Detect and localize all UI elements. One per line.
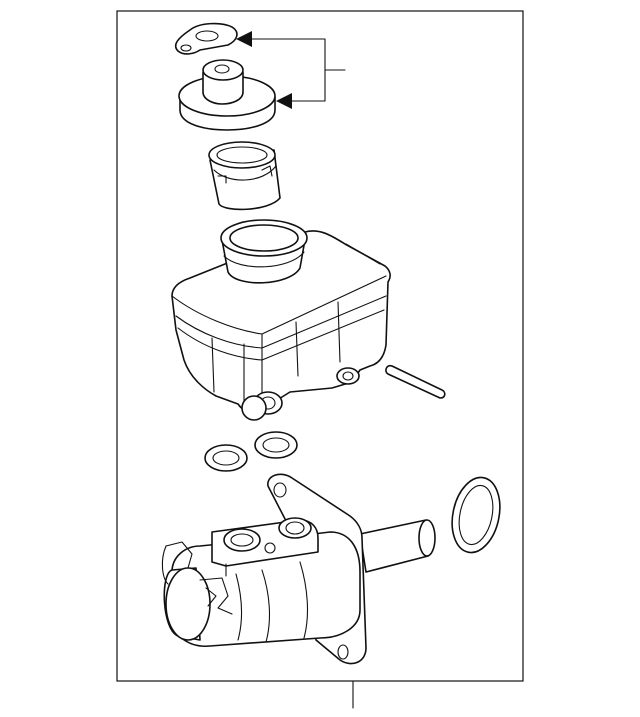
grommet-right: [254, 431, 298, 459]
reservoir-cap: [178, 59, 276, 131]
master-cylinder-body: [161, 473, 436, 665]
reservoir-strainer: [208, 141, 281, 211]
reservoir-pin: [385, 364, 446, 399]
diagram-frame: [116, 10, 524, 682]
grommet-left: [204, 444, 248, 472]
arrow-to-seal: [236, 31, 252, 47]
cylinder-o-ring: [451, 476, 501, 554]
callout-group: [236, 31, 354, 709]
reservoir-tank: [171, 219, 391, 421]
arrow-to-cap: [276, 93, 292, 109]
reservoir-cap-seal: [174, 22, 238, 55]
